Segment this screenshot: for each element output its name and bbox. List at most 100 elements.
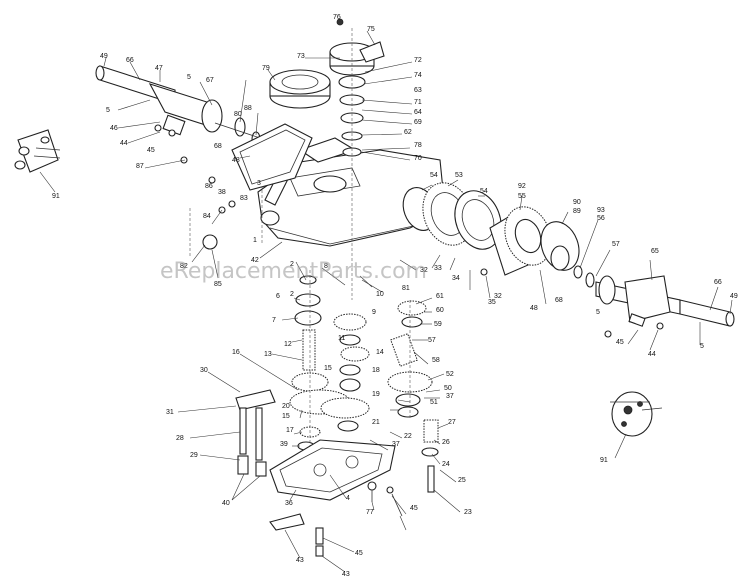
lower-case — [269, 439, 396, 501]
callout-66-2: 66 — [714, 279, 722, 286]
callout-2-2: 2 — [290, 291, 294, 298]
callout-86: 86 — [205, 183, 213, 190]
callout-43: 43 — [296, 557, 304, 564]
callout-70: 70 — [414, 155, 422, 162]
callout-71: 71 — [414, 99, 422, 106]
callout-29: 29 — [190, 452, 198, 459]
callout-42: 42 — [251, 257, 259, 264]
callout-43-2: 43 — [342, 571, 350, 578]
callout-45-2: 45 — [616, 339, 624, 346]
callout-73: 73 — [297, 53, 305, 60]
callout-18: 18 — [372, 367, 380, 374]
callout-48-2: 48 — [530, 305, 538, 312]
callout-40: 40 — [222, 500, 230, 507]
callout-52: 52 — [446, 371, 454, 378]
callout-39: 39 — [280, 441, 288, 448]
leader-lines — [39, 18, 733, 573]
cover-gasket — [231, 123, 313, 191]
callout-15: 15 — [324, 365, 332, 372]
callout-75: 75 — [367, 26, 375, 33]
callout-87: 87 — [136, 163, 144, 170]
callout-38: 38 — [218, 189, 226, 196]
callout-53: 53 — [455, 172, 463, 179]
callout-26: 26 — [442, 439, 450, 446]
callout-5-3: 5 — [596, 309, 600, 316]
callout-13: 13 — [264, 351, 272, 358]
callout-76: 76 — [333, 14, 341, 21]
callout-15-2: 15 — [282, 413, 290, 420]
callout-44-2: 44 — [648, 351, 656, 358]
callout-80: 80 — [234, 111, 242, 118]
callout-36: 36 — [285, 500, 293, 507]
callout-85: 85 — [214, 281, 222, 288]
callout-11: 11 — [338, 335, 345, 342]
callout-51: 51 — [430, 399, 438, 406]
callout-8: 8 — [324, 263, 328, 270]
main-housing — [189, 137, 446, 258]
callout-3: 3 — [257, 180, 261, 187]
right-differential-disks — [402, 182, 583, 279]
callout-44: 44 — [120, 140, 128, 147]
callout-57-2: 57 — [428, 337, 436, 344]
callout-89: 89 — [573, 208, 581, 215]
callout-21: 21 — [372, 419, 380, 426]
callout-16: 16 — [232, 349, 240, 356]
callout-92: 92 — [518, 183, 526, 190]
callout-59: 59 — [434, 321, 442, 328]
callout-63: 63 — [414, 87, 422, 94]
callout-9: 9 — [372, 309, 376, 316]
callout-37: 37 — [446, 393, 454, 400]
callout-28: 28 — [176, 435, 184, 442]
callout-50: 50 — [444, 385, 452, 392]
callout-83: 83 — [240, 195, 248, 202]
callout-19: 19 — [372, 391, 380, 398]
callout-32-2: 32 — [494, 293, 502, 300]
callout-62: 62 — [404, 129, 412, 136]
left-mounting-plate — [14, 129, 61, 173]
callout-84: 84 — [203, 213, 211, 220]
callout-82: 82 — [180, 263, 188, 270]
callout-20: 20 — [282, 403, 290, 410]
callout-81: 81 — [402, 285, 410, 292]
callout-56: 56 — [597, 215, 605, 222]
callout-58: 58 — [432, 357, 440, 364]
callout-66: 66 — [126, 57, 134, 64]
callout-90: 90 — [573, 199, 581, 206]
callout-69: 69 — [414, 119, 422, 126]
callout-31: 31 — [166, 409, 174, 416]
callout-88: 88 — [244, 105, 252, 112]
callout-67: 67 — [206, 77, 214, 84]
callout-27: 27 — [448, 419, 456, 426]
callout-65: 65 — [651, 248, 659, 255]
callout-68-2: 68 — [555, 297, 563, 304]
callout-61: 61 — [436, 293, 444, 300]
watermark: eReplacementParts.com — [160, 259, 427, 284]
callout-45: 45 — [147, 147, 155, 154]
callout-32: 32 — [420, 267, 428, 274]
callout-1: 1 — [253, 237, 257, 244]
callout-23: 23 — [464, 509, 472, 516]
callout-35: 35 — [488, 299, 496, 306]
callout-4: 4 — [346, 495, 350, 502]
callout-55: 55 — [518, 193, 526, 200]
shift-fork-assembly — [235, 389, 276, 477]
callout-24: 24 — [442, 461, 450, 468]
callout-57: 57 — [612, 241, 620, 248]
callout-10: 10 — [376, 291, 384, 298]
callout-54: 54 — [430, 172, 438, 179]
callout-14: 14 — [376, 349, 384, 356]
callout-25: 25 — [458, 477, 466, 484]
callout-5-4: 5 — [700, 343, 704, 350]
callout-17: 17 — [286, 427, 294, 434]
callout-49: 49 — [100, 53, 108, 60]
callout-68: 68 — [214, 143, 222, 150]
callout-34: 34 — [452, 275, 460, 282]
pulley-stack — [269, 18, 385, 300]
callout-72: 72 — [414, 57, 422, 64]
callout-48: 48 — [232, 157, 240, 164]
callout-33: 33 — [434, 265, 442, 272]
central-gear-train — [289, 270, 439, 457]
callout-2: 2 — [290, 261, 294, 268]
